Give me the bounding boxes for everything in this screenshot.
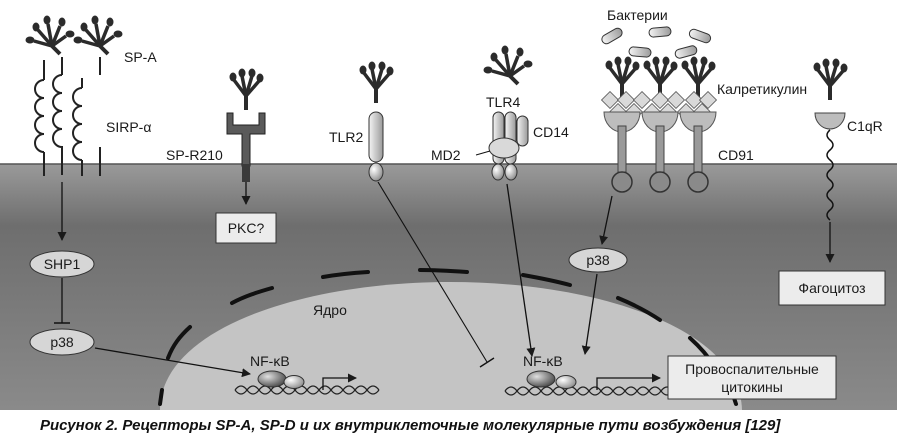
- cd14-label: CD14: [533, 124, 569, 140]
- sp-a-molecule-left: [23, 13, 77, 56]
- tlr4-label: TLR4: [486, 94, 520, 110]
- arrow-cd91-to-p38: [599, 195, 613, 245]
- nfkb-complex-left: [257, 370, 305, 389]
- nfkb-complex-right: [526, 370, 577, 389]
- nfkb-label-left: NF-κB: [250, 353, 290, 369]
- svg-text:Фагоцитоз: Фагоцитоз: [798, 280, 865, 296]
- cd91-label: CD91: [718, 147, 754, 163]
- tlr4-receptor: [488, 111, 529, 181]
- pkc-box: PKC?: [215, 212, 277, 244]
- arrow-tlr4-to-nfkb: [506, 183, 536, 357]
- nucleus-label: Ядро: [313, 302, 347, 318]
- phagocytosis-box: Фагоцитоз: [778, 270, 886, 306]
- tlr2-receptor: [368, 111, 384, 182]
- dna-left: [234, 385, 380, 395]
- svg-text:p38: p38: [586, 252, 610, 268]
- nfkb-label-right: NF-κB: [523, 353, 563, 369]
- p38-node-mid: p38: [568, 247, 628, 273]
- sirp-alpha-label: SIRP-α: [106, 119, 151, 135]
- arrow-p38-to-nfkb-left: [94, 347, 251, 378]
- svg-text:цитокины: цитокины: [721, 379, 783, 395]
- sp-a-molecule-right: [71, 13, 125, 56]
- c1qr-label: C1qR: [847, 118, 883, 134]
- tlr2-label: TLR2: [329, 129, 363, 145]
- p38-node-left: p38: [29, 328, 95, 356]
- bacteria-group: [599, 26, 713, 60]
- inhibition-tlr2-nfkb: [377, 181, 488, 363]
- cytokines-box: Провоспалительные цитокины: [667, 355, 837, 400]
- svg-text:PKC?: PKC?: [228, 220, 265, 236]
- tlr2-ligand: [357, 59, 396, 105]
- svg-text:SHP1: SHP1: [44, 256, 81, 272]
- svg-text:Провоспалительные: Провоспалительные: [685, 361, 819, 377]
- sp-r210-label: SP-R210: [166, 147, 223, 163]
- sp-r210-receptor: [226, 112, 266, 182]
- calreticulin-label: Калретикулин: [717, 81, 807, 97]
- arrow-p38-to-nfkb-right: [581, 273, 598, 355]
- bacteria-label: Бактерии: [607, 7, 668, 23]
- shp1-node: SHP1: [29, 250, 95, 278]
- tlr4-ligand: [481, 43, 535, 86]
- sp-a-label: SP-A: [124, 49, 157, 65]
- c1qr-ligand: [811, 56, 850, 102]
- figure-caption: Рисунок 2. Рецепторы SP-A, SP-D и их вну…: [40, 417, 781, 434]
- transcription-arrow-right: [596, 373, 661, 390]
- sp-r210-ligand: [227, 66, 266, 112]
- md2-label: MD2: [431, 147, 461, 163]
- c1qr-receptor: [814, 112, 846, 221]
- cd91-receptors: [603, 111, 717, 193]
- svg-text:p38: p38: [50, 334, 74, 350]
- transcription-arrow-left: [322, 373, 357, 390]
- sirp-alpha-receptors: [34, 57, 101, 176]
